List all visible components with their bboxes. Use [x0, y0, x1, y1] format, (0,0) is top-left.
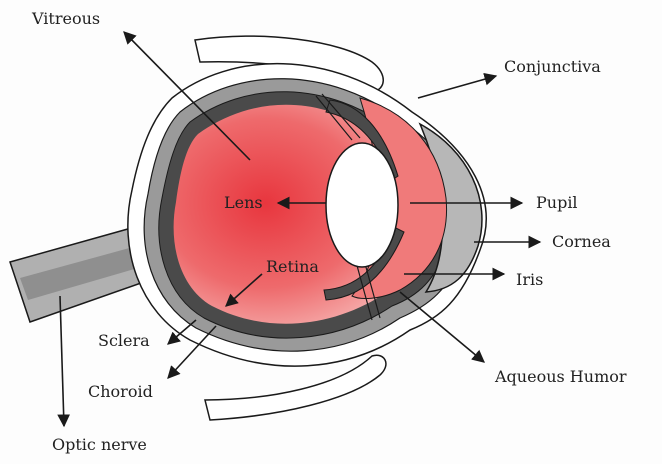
label-retina: Retina	[266, 258, 319, 276]
label-cornea: Cornea	[552, 233, 611, 251]
label-lens: Lens	[224, 194, 263, 212]
label-optic-nerve: Optic nerve	[52, 436, 147, 454]
pointer-conjunctiva	[418, 76, 496, 98]
label-sclera: Sclera	[98, 332, 150, 350]
label-choroid: Choroid	[88, 383, 153, 401]
label-conjunctiva: Conjunctiva	[504, 58, 601, 76]
label-aqueous-humor: Aqueous Humor	[495, 368, 627, 386]
pointer-optic-nerve	[60, 296, 64, 426]
label-pupil: Pupil	[536, 194, 578, 212]
label-iris: Iris	[516, 271, 543, 289]
label-vitreous: Vitreous	[32, 10, 100, 28]
lens-shape	[326, 143, 398, 267]
